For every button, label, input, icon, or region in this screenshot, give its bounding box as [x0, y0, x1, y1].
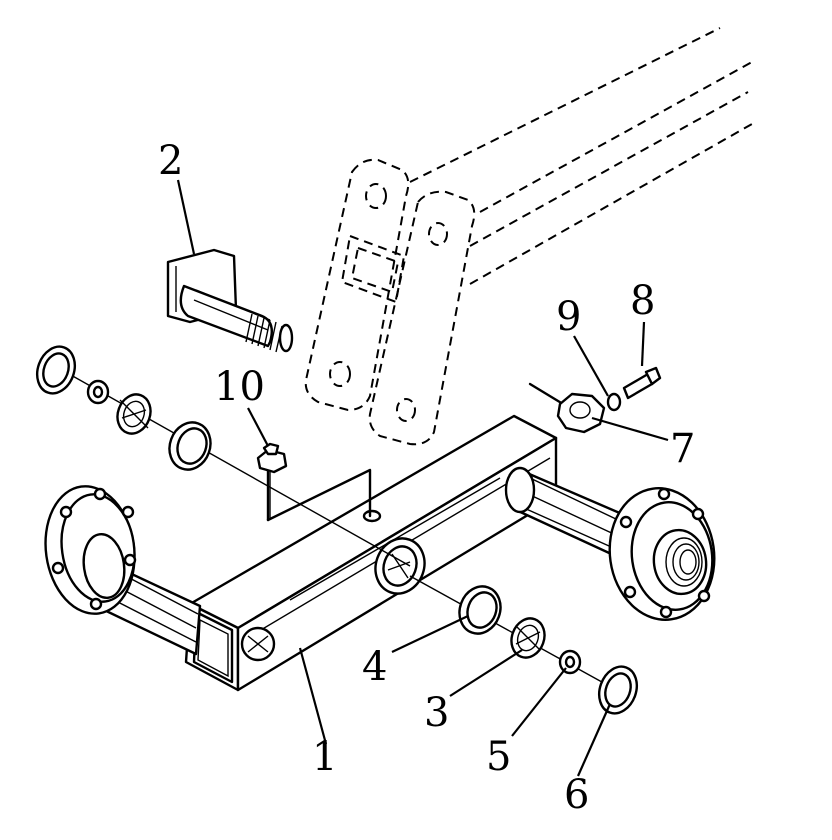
part-8-bolt	[622, 366, 662, 400]
left-exploded-parts	[35, 345, 411, 567]
callout-8: 8	[630, 278, 655, 324]
right-exploded-parts	[409, 575, 639, 715]
callout-5: 5	[486, 734, 511, 780]
right-wheel-hub	[504, 466, 716, 621]
part-9-washer	[606, 392, 622, 412]
callout-3: 3	[424, 690, 449, 736]
phantom-frame	[304, 27, 753, 446]
callout-4: 4	[362, 644, 387, 690]
callout-leaders	[176, 179, 669, 777]
callout-6: 6	[564, 772, 589, 818]
hub-nut-thread	[665, 537, 703, 587]
callout-7: 7	[670, 426, 695, 472]
left-wheel-hub	[44, 485, 202, 656]
part-1-axle-beam	[184, 382, 598, 692]
callout-labels: 1 2 3 4 5 6 7 8 9 10	[158, 138, 695, 818]
callout-2: 2	[158, 138, 183, 184]
part-2-pivot-pin	[166, 248, 294, 353]
callout-9: 9	[556, 294, 581, 340]
callout-1: 1	[312, 734, 337, 780]
callout-10: 10	[214, 364, 265, 410]
part-7-nut	[556, 392, 606, 434]
part-10-grease-nipple	[256, 442, 288, 520]
